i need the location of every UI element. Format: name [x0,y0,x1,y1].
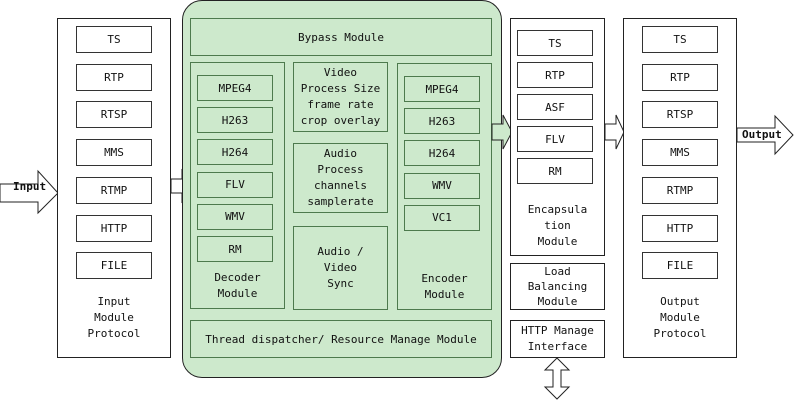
decoder-codec-mpeg4: MPEG4 [197,75,273,101]
av-sync-module: Audio / Video Sync [293,226,388,310]
input-arrow-label: Input [13,180,47,193]
http-manage-bidirectional-arrow [543,357,571,400]
bypass-module: Bypass Module [190,18,492,56]
encapsulation-to-output-arrow [604,114,625,150]
encoder-codec-mpeg4: MPEG4 [404,76,480,102]
input-protocol-http: HTTP [76,214,152,242]
audio-process-module: Audio Process channels samplerate [293,143,388,213]
encapsulation-format-asf: ASF [517,94,593,120]
decoder-codec-wmv: WMV [197,203,273,230]
input-protocol-rtp: RTP [76,63,152,91]
output-protocol-ts: TS [642,26,718,53]
load-balancing-module: Load Balancing Module [510,263,605,310]
output-arrow-label: Output [742,128,782,141]
decoder-module-caption: Decoder Module [214,271,261,300]
input-protocol-rtmp: RTMP [76,176,152,204]
input-arrow [0,169,59,215]
encapsulation-module-caption: Encapsula tion Module [527,203,588,248]
http-manage-interface: HTTP Manage Interface [510,320,605,358]
decoder-codec-flv: FLV [197,171,273,198]
decoder-codec-rm: RM [197,236,273,262]
output-protocol-rtsp: RTSP [642,101,718,129]
output-module-caption: Output Module Protocol [653,295,707,340]
decoder-codec-h263: H263 [197,107,273,134]
encoder-codec-h264: H264 [404,140,480,167]
input-protocol-rtsp: RTSP [76,101,152,129]
output-protocol-rtp: RTP [642,63,718,91]
encoder-module-caption: Encoder Module [421,272,468,301]
input-protocol-ts: TS [76,26,152,53]
encapsulation-format-flv: FLV [517,126,593,152]
encoder-codec-vc1: VC1 [404,204,480,231]
output-protocol-http: HTTP [642,214,718,242]
input-protocol-mms: MMS [76,139,152,167]
output-protocol-file: FILE [642,252,718,280]
core-to-encapsulation-arrow [491,114,513,150]
output-protocol-rtmp: RTMP [642,176,718,204]
output-arrow [736,114,794,156]
encoder-codec-h263: H263 [404,108,480,135]
encapsulation-format-ts: TS [517,30,593,56]
decoder-codec-h264: H264 [197,139,273,166]
thread-dispatcher-module: Thread dispatcher/ Resource Manage Modul… [190,320,492,358]
encapsulation-format-rtp: RTP [517,62,593,88]
video-process-module: Video Process Size frame rate crop overl… [293,62,388,132]
encoder-codec-wmv: WMV [404,172,480,199]
input-module-caption: Input Module Protocol [87,295,141,340]
input-protocol-file: FILE [76,252,152,280]
output-protocol-mms: MMS [642,139,718,167]
encapsulation-format-rm: RM [517,158,593,184]
